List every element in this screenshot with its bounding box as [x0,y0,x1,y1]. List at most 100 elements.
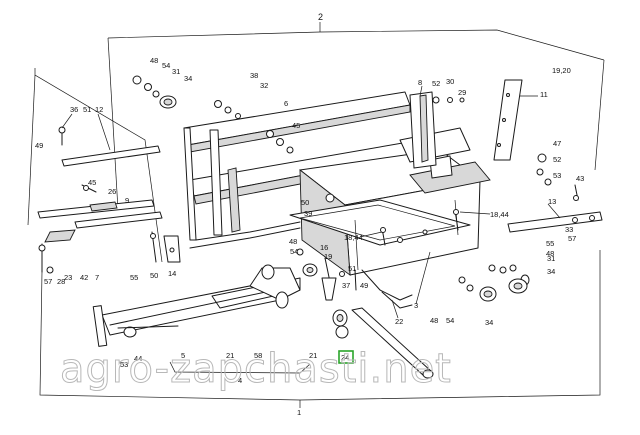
label-44: 44 [134,354,142,363]
group-bracket-top [107,22,605,211]
label-45-left: 45 [88,178,96,187]
label-57: 57 [44,277,52,286]
label-45: 45 [292,121,300,130]
watermark: agro-zapchasti.net [60,346,452,392]
label-26: 26 [108,187,116,196]
pin-49 [354,269,357,291]
bolts-18-44 [380,209,459,246]
label-54-bottom: 54 [446,316,454,325]
label-19: 19 [324,252,332,261]
label-53-bottom: 53 [120,360,128,369]
label-18-44-right: 18,44 [490,210,509,219]
left-bolts [38,126,97,274]
label-5: 5 [181,351,185,360]
hardware-47-52-53 [536,153,552,186]
label-43: 43 [576,174,584,183]
hardware-33-57 [572,215,595,223]
label-47: 47 [553,139,561,148]
label-48-right: 48 [546,249,554,258]
label-54-center: 54 [290,247,298,256]
hardware-31-34-right [508,274,530,294]
rod-22 [361,269,413,309]
label-34-bottom: 34 [485,318,493,327]
label-49: 49 [35,141,43,150]
label-52-right: 52 [553,155,561,164]
part-labels: 2 48 54 31 34 38 32 6 45 36 51 12 49 45 … [35,12,584,417]
label-49-center: 49 [360,281,368,290]
label-53: 53 [553,171,561,180]
hardware-top-left [132,75,177,109]
pin-50 [150,231,157,263]
label-34-right: 34 [547,267,555,276]
label-34: 34 [184,74,192,83]
label-1: 1 [297,408,301,417]
label-39: 39 [304,209,312,218]
label-8: 8 [418,78,422,87]
label-55: 55 [130,273,138,282]
label-4: 4 [238,376,242,385]
hardware-bottom-right [458,276,497,302]
bar-13 [507,211,603,233]
label-42: 42 [80,273,88,282]
label-57-right: 57 [568,234,576,243]
label-48-center: 48 [289,237,297,246]
label-50: 50 [150,271,158,280]
bar-11 [493,79,523,161]
label-32: 32 [260,81,268,90]
label-58: 58 [254,351,262,360]
label-2: 2 [318,12,323,22]
label-51-center: 51 [348,264,356,273]
group-bracket-bottom [39,250,601,408]
label-31: 31 [172,67,180,76]
bushing-21 [332,309,349,339]
label-6: 6 [284,99,288,108]
hardware-55-48-54 [488,264,517,274]
label-11: 11 [540,90,548,99]
label-24: 24 [341,353,349,362]
hardware-45 [266,130,294,154]
leader-lines [61,85,561,319]
hardware-52-30-29 [432,96,465,104]
label-33: 33 [565,225,573,234]
label-51: 51 [83,105,91,114]
label-37: 37 [342,281,350,290]
label-7: 7 [95,273,99,282]
hardware-48-54-center [296,248,318,277]
label-52: 52 [432,79,440,88]
label-38: 38 [250,71,258,80]
label-21-right: 21 [309,351,317,360]
label-48: 48 [150,56,158,65]
label-9: 9 [125,196,129,205]
label-29: 29 [458,88,466,97]
label-18-44-left: 18,44 [344,233,363,242]
bracket-14 [163,235,181,263]
label-3: 3 [414,301,418,310]
label-54: 54 [162,61,170,70]
bolt-43 [573,184,579,201]
label-31-right: 31 [547,254,555,263]
label-30: 30 [446,77,454,86]
shaft-24 [351,307,434,379]
label-50-top: 50 [301,198,309,207]
label-22: 22 [395,317,403,326]
label-28: 28 [57,277,65,286]
group-bracket-arm [169,361,311,374]
label-48-bottom: 48 [430,316,438,325]
label-36: 36 [70,105,78,114]
label-14: 14 [168,269,176,278]
main-frame [183,91,491,276]
bolt-16-19 [321,257,345,301]
label-55-right: 55 [546,239,554,248]
label-19-20: 19,20 [552,66,571,75]
label-21-left: 21 [226,351,234,360]
arm-assembly [92,264,301,347]
label-13: 13 [548,197,556,206]
label-12: 12 [95,105,103,114]
label-23: 23 [64,273,72,282]
left-bar-9 [37,199,163,229]
left-bar-12 [61,145,161,167]
group-bracket-left [27,68,163,263]
hardware-38-32 [214,100,241,119]
label-16: 16 [320,243,328,252]
